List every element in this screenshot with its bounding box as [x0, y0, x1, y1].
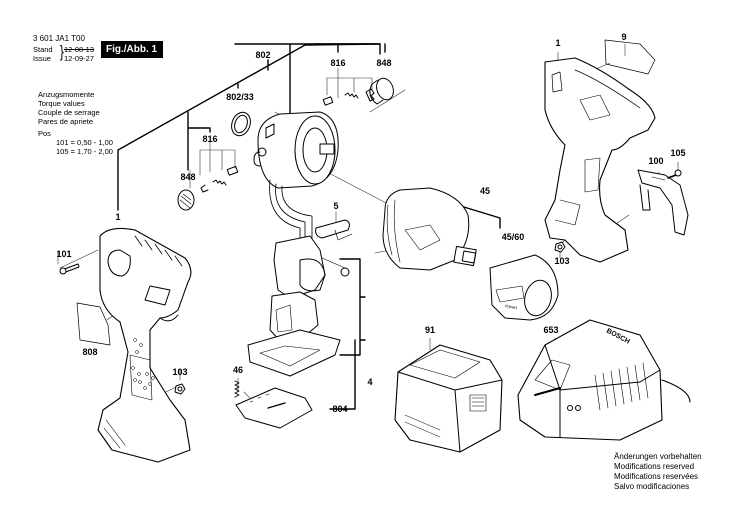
- nut-103-left: [174, 383, 186, 395]
- stand-label: Stand: [33, 45, 53, 54]
- brush-set-top: [322, 88, 375, 106]
- callout-848-left: 848: [180, 172, 196, 182]
- base-plate-804: [235, 387, 313, 429]
- callout-91: 91: [424, 325, 436, 335]
- issue-label: Issue: [33, 54, 51, 63]
- callout-816-top: 816: [330, 58, 346, 68]
- motor-part: [253, 111, 339, 251]
- part-number: 3 601 JA1 T00: [33, 34, 85, 43]
- cover-plate-5: [315, 219, 353, 241]
- housing-left-half: [97, 227, 192, 463]
- issue-date: 12-09-27: [64, 54, 95, 63]
- grip-dots: [131, 338, 155, 390]
- torque-title-fr: Couple de serrage: [38, 108, 100, 117]
- mods-en: Modifications reserved: [614, 462, 695, 471]
- housing-right-half: [544, 57, 656, 263]
- torque-title-es: Pares de apriete: [38, 117, 94, 126]
- callout-105: 105: [670, 148, 686, 158]
- callout-802-33: 802/33: [226, 92, 254, 102]
- switch-assembly-4: [247, 235, 350, 377]
- stand-date: 12-08-13: [64, 45, 95, 54]
- cap-848-left: [177, 189, 195, 211]
- callout-4: 4: [367, 377, 373, 387]
- dates: 12-08-13 12-09-27: [64, 45, 94, 63]
- figure-label: Fig./Abb. 1: [101, 41, 164, 58]
- pos-label: Pos: [38, 129, 51, 138]
- stand-issue-labels: Stand Issue: [33, 45, 53, 63]
- o-ring-part: [231, 111, 251, 137]
- cap-848-top: [369, 77, 394, 105]
- callout-802: 802: [255, 50, 271, 60]
- torque-row-105: 105 = 1,70 - 2,00: [56, 147, 113, 156]
- callout-103-left: 103: [172, 367, 188, 377]
- brace-icon: }: [59, 42, 64, 61]
- label-plate-9: [604, 39, 656, 75]
- screw-101: [59, 263, 80, 275]
- callout-100: 100: [648, 156, 664, 166]
- torque-values-block: Anzugsmomente Torque values Couple de se…: [38, 90, 113, 156]
- nut-103-right: [554, 241, 566, 253]
- mods-es: Salvo modificaciones: [614, 482, 690, 491]
- callout-101: 101: [56, 249, 72, 259]
- callout-9: 9: [621, 32, 627, 42]
- callout-653: 653: [543, 325, 559, 335]
- screw-105: [667, 169, 682, 179]
- callout-5: 5: [333, 201, 339, 211]
- belt-clip-100: [637, 169, 689, 236]
- callout-804: 804: [332, 404, 348, 414]
- label-plate-808: [76, 302, 111, 346]
- charger-653: BOSCH: [517, 319, 691, 441]
- callout-1-right: 1: [555, 38, 561, 48]
- callout-45-60: 45/60: [501, 232, 525, 242]
- battery-91: [394, 344, 503, 453]
- spring-46: [234, 380, 240, 398]
- callout-816-left: 816: [202, 134, 218, 144]
- nose-cover-45-60: Impact: [489, 254, 559, 321]
- torque-title-en: Torque values: [38, 99, 85, 108]
- modifications-notice: Änderungen vorbehalten Modifications res…: [614, 452, 702, 492]
- torque-row-101: 101 = 0,50 - 1,00: [56, 138, 113, 147]
- callout-808: 808: [82, 347, 98, 357]
- callout-103-right: 103: [554, 256, 570, 266]
- gearbox-45: [382, 187, 477, 271]
- mods-de: Änderungen vorbehalten: [614, 452, 702, 461]
- gearbox-logo: Impact: [505, 303, 519, 310]
- torque-title-de: Anzugsmomente: [38, 90, 95, 99]
- brush-set-left: [200, 165, 239, 193]
- mods-fr: Modifications reservées: [614, 472, 699, 481]
- callout-45: 45: [479, 186, 491, 196]
- leader-lines: [117, 43, 501, 410]
- callout-1-left: 1: [115, 212, 121, 222]
- callout-848-top: 848: [376, 58, 392, 68]
- callout-46: 46: [232, 365, 244, 375]
